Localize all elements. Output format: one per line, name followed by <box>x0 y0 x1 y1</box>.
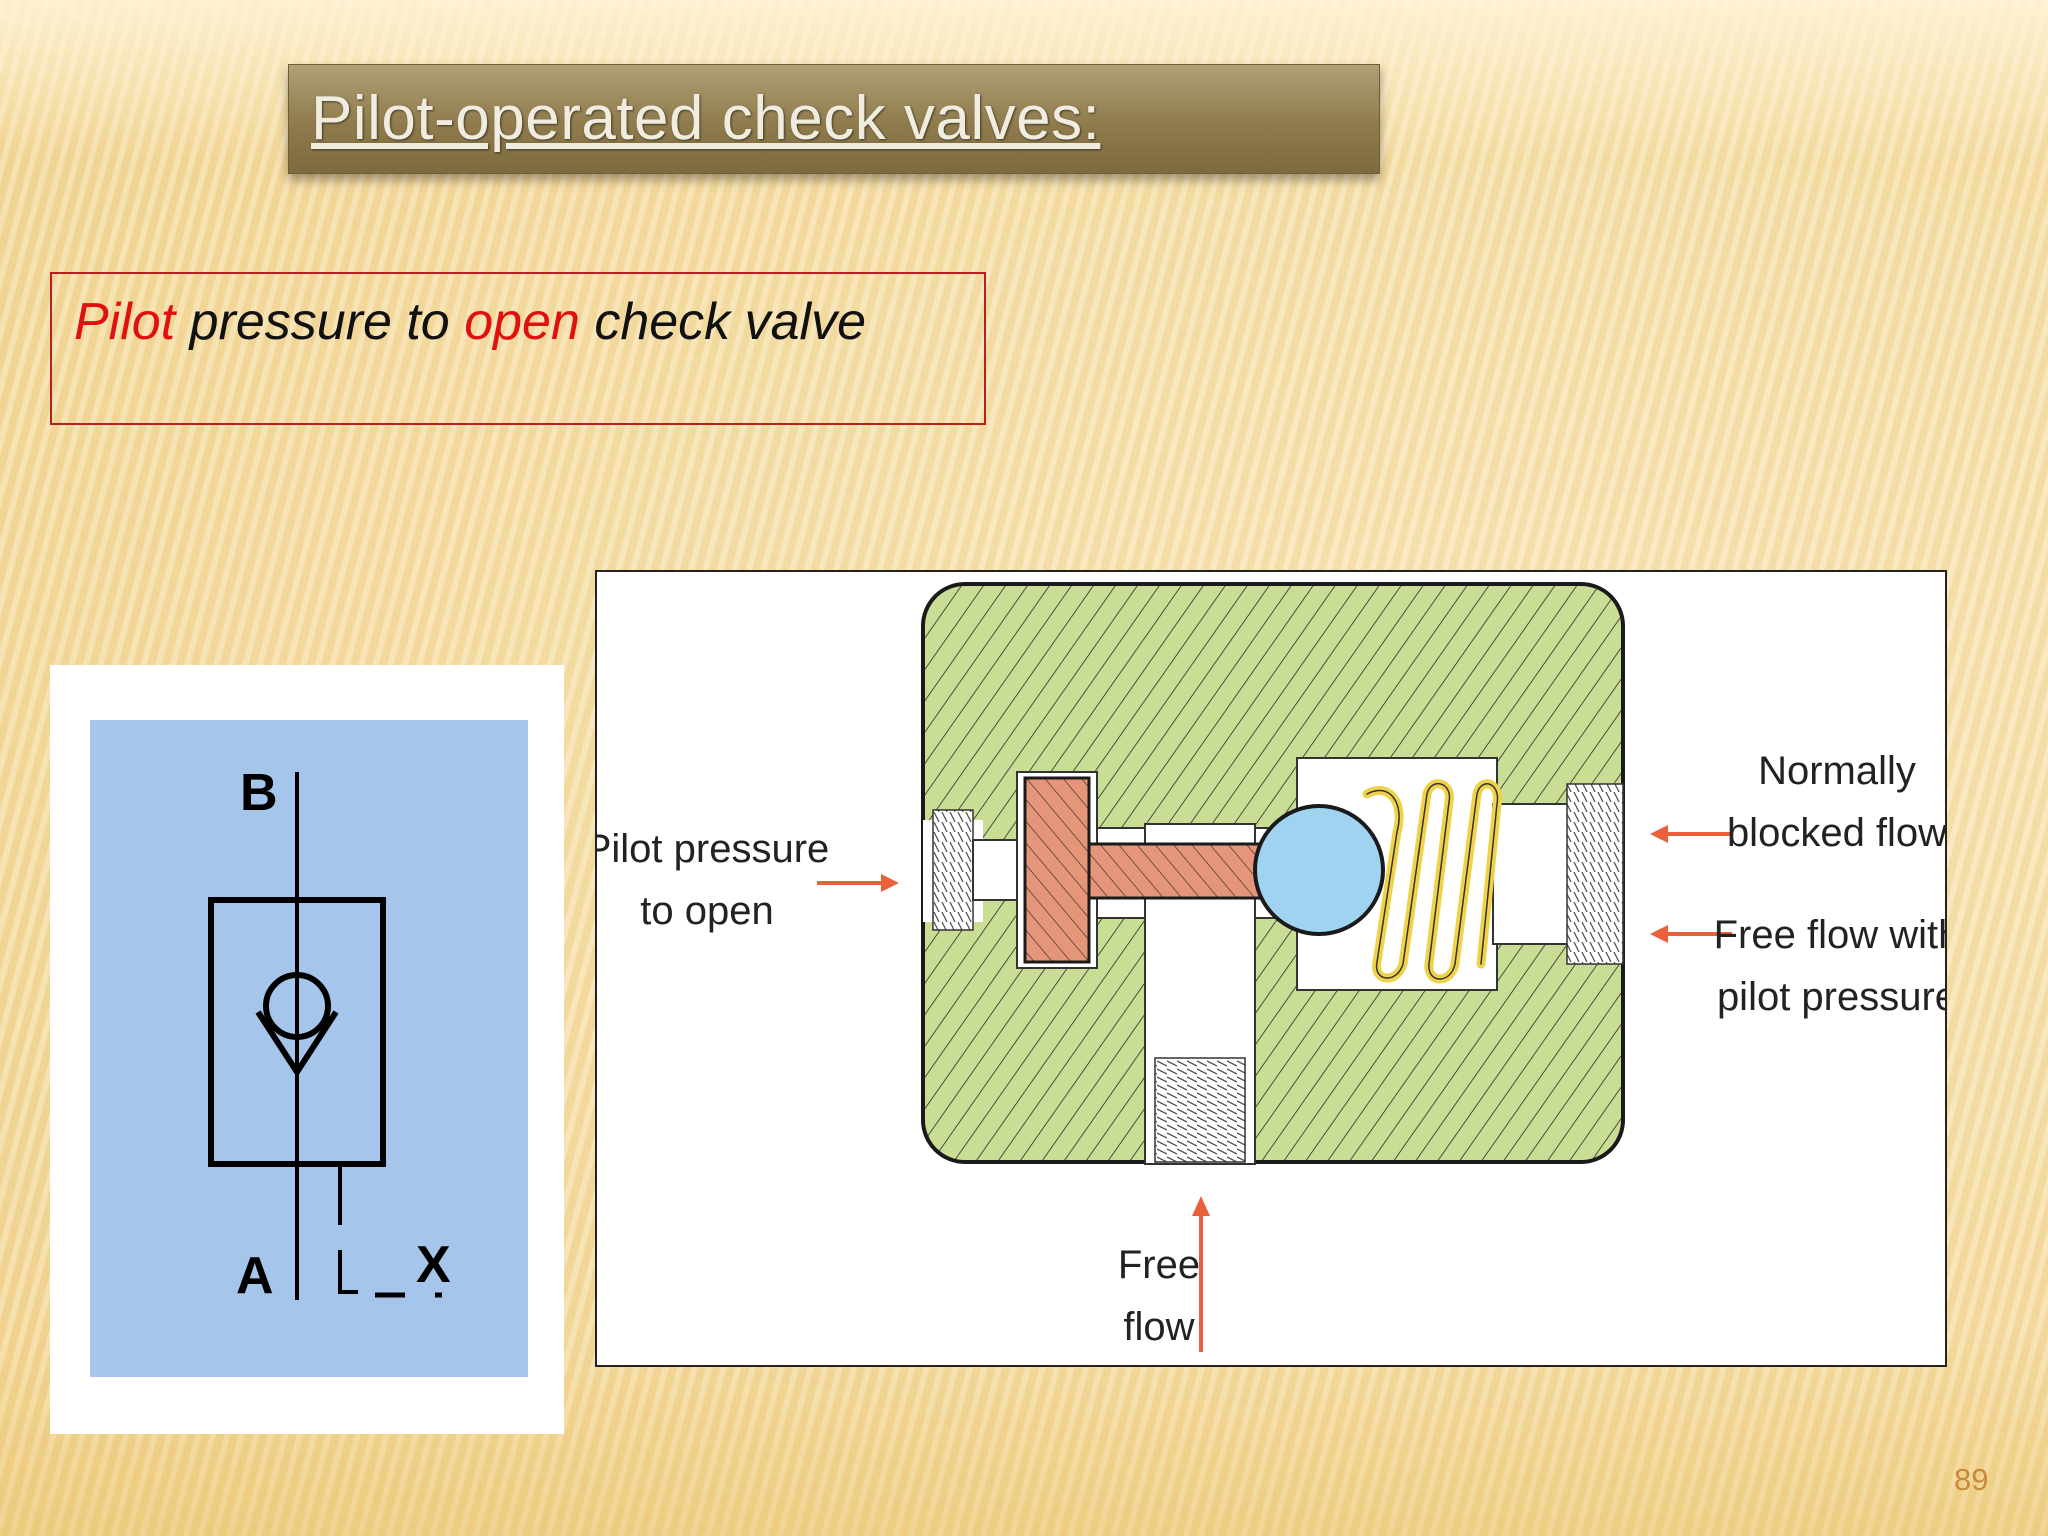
label-free-line2: flow <box>1123 1305 1194 1349</box>
caption-word-pilot: Pilot <box>74 293 176 351</box>
valve-envelope <box>208 897 386 1167</box>
label-normally-line2: blocked flow <box>1727 811 1945 855</box>
free-flow-threads <box>1154 1057 1246 1163</box>
pilot-port-threads <box>932 809 974 931</box>
arrow-pilot-pressure <box>817 874 899 892</box>
valve-cross-section-svg: Pilot pressure to open Normally blocked … <box>585 582 1960 1352</box>
port-label-b: B <box>240 764 278 822</box>
page-number: 89 <box>1954 1462 1989 1497</box>
valve-symbol-svg: B A X <box>208 764 451 1305</box>
valve-cross-section-image: Pilot pressure to open Normally blocked … <box>585 570 1960 1367</box>
arrow-free-flow-pilot <box>1650 925 1732 943</box>
check-ball-symbol <box>263 972 331 1040</box>
check-seat-symbol <box>255 1010 339 1078</box>
port-label-x: X <box>416 1236 451 1294</box>
arrow-free-flow <box>1192 1196 1210 1352</box>
arrow-normally-blocked <box>1650 825 1732 843</box>
outlet-port-threads <box>1566 783 1624 965</box>
label-normally-line1: Normally <box>1758 749 1916 793</box>
caption-line: Pilot pressure to open check valve <box>74 292 866 352</box>
spring-outline <box>1366 783 1499 980</box>
label-pilot-pressure-line1: Pilot pressure <box>597 827 829 871</box>
caption-word-open: open <box>464 293 580 351</box>
label-pilot-pressure-line2: to open <box>640 889 773 933</box>
label-free-flow-pilot-line1: Free flow with <box>1714 913 1945 957</box>
port-label-a: A <box>236 1247 274 1305</box>
label-free-flow-pilot-line2: pilot pressure <box>1717 975 1945 1019</box>
caption-textbox[interactable]: Pilot pressure to open check valve <box>50 272 986 425</box>
label-free-line1: Free <box>1118 1243 1200 1287</box>
caption-text-pressure-to: pressure to <box>175 293 465 351</box>
check-ball <box>1253 804 1385 936</box>
pilot-piston <box>1023 776 1091 964</box>
valve-symbol-panel: B A X <box>90 720 528 1377</box>
slide-title: Pilot-operated check valves: <box>311 84 1101 153</box>
valve-symbol-image: B A X <box>50 665 564 1434</box>
title-bar: Pilot-operated check valves: <box>288 64 1380 174</box>
caption-text-check-valve: check valve <box>579 293 867 351</box>
drain-line <box>338 1250 358 1294</box>
